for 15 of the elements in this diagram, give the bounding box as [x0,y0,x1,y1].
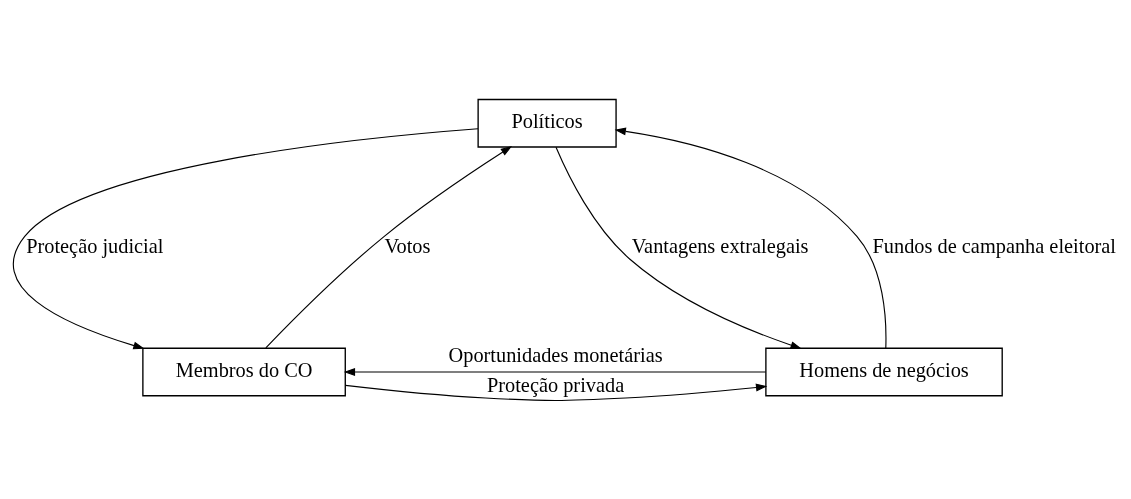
node-box: Homens de negócios [765,347,1003,396]
arrow [265,145,513,348]
arrow [555,146,802,349]
edge-label: Proteção privada [486,373,625,396]
arrow [12,127,479,349]
node-box: Políticos [477,98,617,148]
edge-label: Proteção judicial [26,234,164,257]
edge-label: Vantagens extralegais [631,234,809,257]
arrow [344,383,768,401]
arrow [614,127,887,349]
node-box: Membros do CO [142,347,346,396]
edge-label: Fundos de campanha eleitoral [872,234,1117,257]
arrow [343,367,767,376]
edge-label: Oportunidades monetárias [448,343,663,366]
edge-label: Votos [384,234,431,257]
